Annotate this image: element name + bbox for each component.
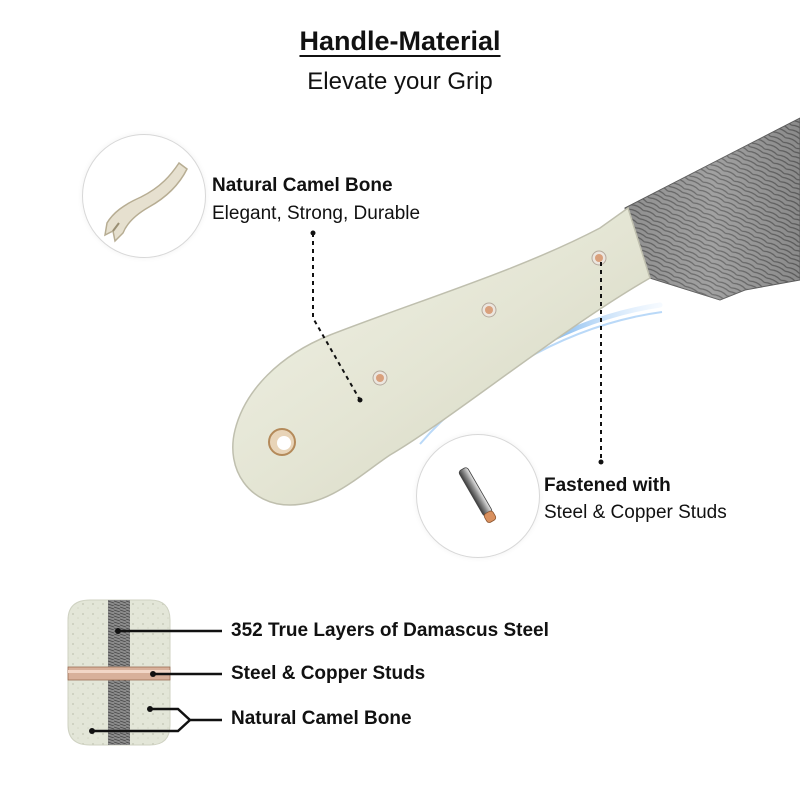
legend-item-damascus: 352 True Layers of Damascus Steel	[231, 620, 549, 641]
page-title: Handle-Material	[299, 26, 501, 56]
bone-icon	[104, 161, 188, 243]
stud-pin-icon	[458, 467, 497, 523]
bone-callout-subtitle: Elegant, Strong, Durable	[212, 203, 421, 224]
page-subtitle: Elevate your Grip	[307, 68, 493, 95]
lanyard-hole	[268, 428, 296, 456]
stud-callout-title: Fastened with	[544, 475, 671, 496]
handle-stud-3	[372, 370, 388, 386]
handle-stud-2	[481, 302, 497, 318]
bone-handle	[232, 206, 651, 506]
bone-callout-title: Natural Camel Bone	[212, 175, 393, 196]
bone-thumbnail	[82, 134, 206, 258]
legend-item-studs: Steel & Copper Studs	[231, 663, 426, 684]
handle-stud-1	[591, 250, 607, 266]
legend-item-bone: Natural Camel Bone	[231, 708, 412, 729]
stud-thumbnail	[416, 434, 540, 558]
stud-callout-subtitle: Steel & Copper Studs	[544, 502, 727, 523]
blade-overlay	[625, 118, 800, 300]
